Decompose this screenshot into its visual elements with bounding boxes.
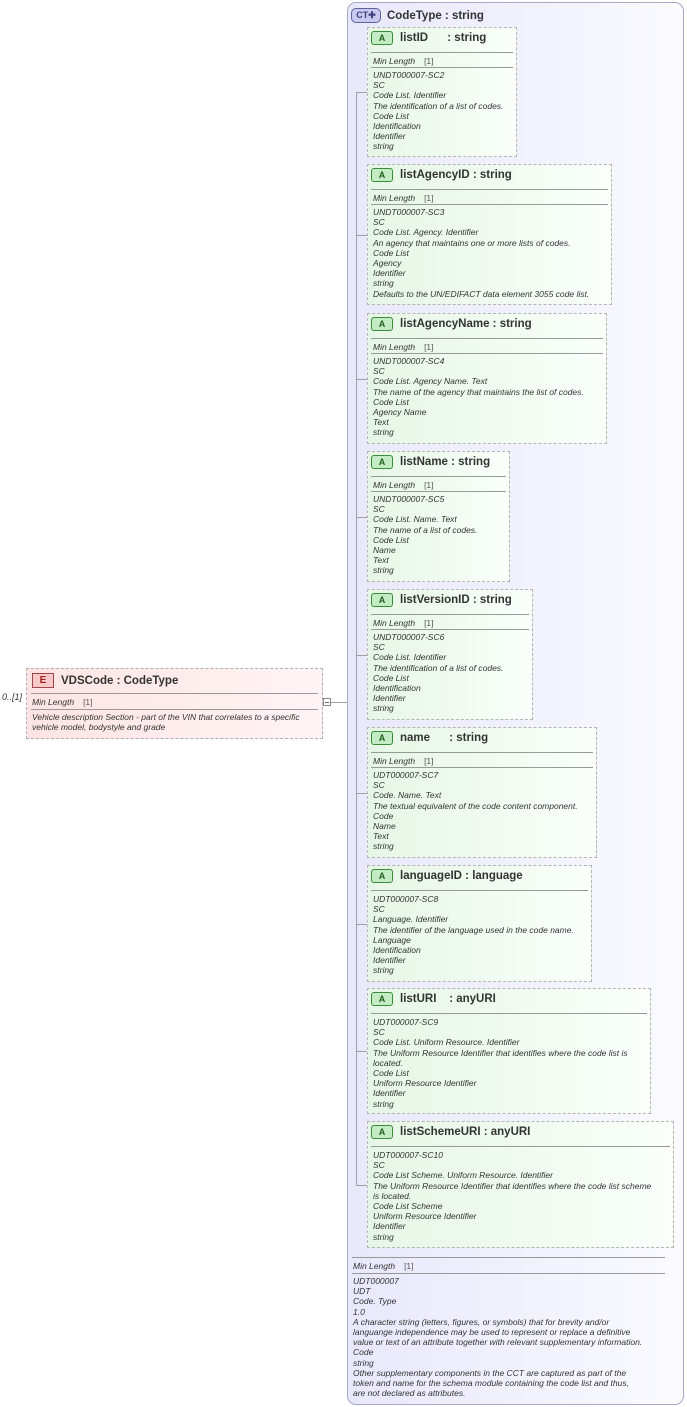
element-title: VDSCode : CodeType: [61, 674, 179, 687]
tree-connector-branch: [356, 517, 367, 518]
attribute-badge-icon: A: [371, 31, 393, 45]
complex-type-facet: Min Length[1]: [353, 1261, 414, 1271]
attribute-title: listAgencyID : string: [400, 169, 512, 181]
attribute-facet: Min Length[1]: [373, 342, 434, 352]
attribute-badge-icon: A: [371, 593, 393, 607]
attribute-badge-icon: A: [371, 1125, 393, 1139]
attribute-badge-icon: A: [371, 455, 393, 469]
element-facet: Min Length[1]: [32, 697, 93, 707]
attribute-badge-icon: A: [371, 992, 393, 1006]
complex-type-badge-icon: CT✚: [351, 8, 381, 23]
attribute-facet: Min Length[1]: [373, 193, 434, 203]
connector-line: [331, 702, 356, 703]
complex-type-title: CodeType : string: [387, 9, 484, 22]
tree-connector-branch: [356, 655, 367, 656]
tree-connector-branch: [356, 924, 367, 925]
attribute-title: listURI : anyURI: [400, 993, 496, 1005]
attribute-title: listName : string: [400, 456, 491, 468]
tree-connector-branch: [356, 92, 367, 93]
attribute-badge-icon: A: [371, 869, 393, 883]
element-badge-icon: E: [32, 673, 54, 688]
element-vdscode[interactable]: E VDSCode : CodeType Min Length[1] Vehic…: [26, 668, 323, 739]
attribute-box[interactable]: A name : string Min Length[1] UDT000007-…: [367, 727, 597, 858]
tree-connector-branch: [356, 793, 367, 794]
attribute-title: listID : string: [400, 32, 487, 44]
tree-connector-branch: [356, 1051, 367, 1052]
attribute-badge-icon: A: [371, 168, 393, 182]
attribute-facet: Min Length[1]: [373, 756, 434, 766]
attribute-box[interactable]: A listAgencyID : string Min Length[1] UN…: [367, 164, 612, 305]
attribute-box[interactable]: A listName : string Min Length[1] UNDT00…: [367, 451, 510, 582]
complex-type-doc: UDT000007 UDT Code. Type 1.0 A character…: [353, 1276, 643, 1399]
tree-connector-branch: [356, 379, 367, 380]
tree-connector-branch: [356, 235, 367, 236]
attribute-facet: Min Length[1]: [373, 618, 434, 628]
attribute-facet: Min Length[1]: [373, 480, 434, 490]
attribute-badge-icon: A: [371, 731, 393, 745]
attribute-title: listAgencyName : string: [400, 318, 532, 330]
attribute-box[interactable]: A listVersionID : string Min Length[1] U…: [367, 589, 533, 720]
tree-connector-vertical: [356, 92, 357, 1186]
attribute-box[interactable]: A listID : string Min Length[1] UNDT0000…: [367, 27, 517, 157]
attribute-title: listVersionID : string: [400, 594, 512, 606]
expand-toggle-icon[interactable]: [323, 698, 331, 706]
attribute-badge-icon: A: [371, 317, 393, 331]
attribute-box[interactable]: A listAgencyName : string Min Length[1] …: [367, 313, 607, 444]
cardinality-label: 0..[1]: [2, 692, 23, 702]
attribute-title: name : string: [400, 732, 489, 744]
element-doc: Vehicle description Section - part of th…: [32, 712, 300, 733]
attribute-title: listSchemeURI : anyURI: [400, 1126, 531, 1138]
attribute-title: languageID : language: [400, 870, 523, 882]
attribute-facet: Min Length[1]: [373, 56, 434, 66]
tree-connector-branch: [356, 1185, 367, 1186]
